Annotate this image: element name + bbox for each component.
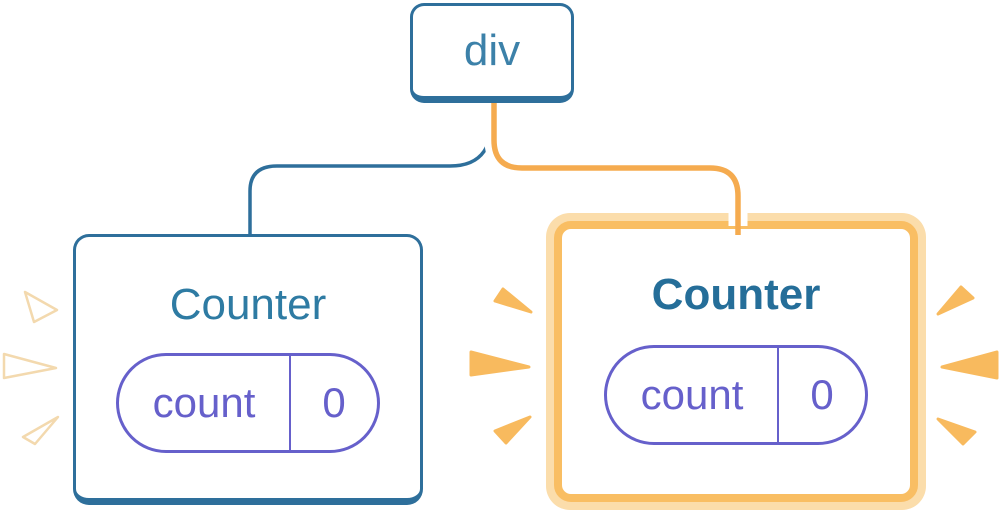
root-node-div: div bbox=[410, 3, 574, 103]
spark-ray-icon bbox=[2, 352, 58, 380]
counter-card-right: Counter count 0 bbox=[554, 221, 918, 502]
root-node-label: div bbox=[463, 26, 521, 75]
spark-ray-icon bbox=[936, 285, 975, 316]
spark-ray-icon bbox=[21, 415, 60, 446]
spark-ray-icon bbox=[469, 350, 531, 377]
state-pill-right: count 0 bbox=[604, 345, 868, 446]
connector-root-to-left-counter bbox=[248, 102, 496, 237]
spark-rays-right-counter-left bbox=[469, 287, 533, 445]
counter-card-right-highlight: Counter count 0 bbox=[546, 213, 926, 510]
counter-title-right: Counter bbox=[651, 270, 821, 319]
spark-ray-icon bbox=[940, 350, 999, 380]
spark-rays-right-counter-right bbox=[936, 285, 999, 446]
spark-ray-icon bbox=[23, 290, 59, 324]
spark-ray-icon bbox=[936, 417, 977, 446]
counter-card-left: Counter count 0 bbox=[73, 234, 423, 505]
spark-rays-left-counter bbox=[2, 290, 60, 446]
state-key-label: count bbox=[119, 356, 291, 451]
state-value: 0 bbox=[810, 371, 834, 419]
state-value: 0 bbox=[322, 379, 346, 427]
spark-ray-icon bbox=[493, 415, 532, 445]
state-pill-left: count 0 bbox=[116, 353, 380, 454]
spark-ray-icon bbox=[493, 287, 533, 314]
state-key-label: count bbox=[607, 348, 779, 443]
counter-title-left: Counter bbox=[169, 280, 327, 329]
connector-highlight-casing bbox=[484, 103, 748, 226]
